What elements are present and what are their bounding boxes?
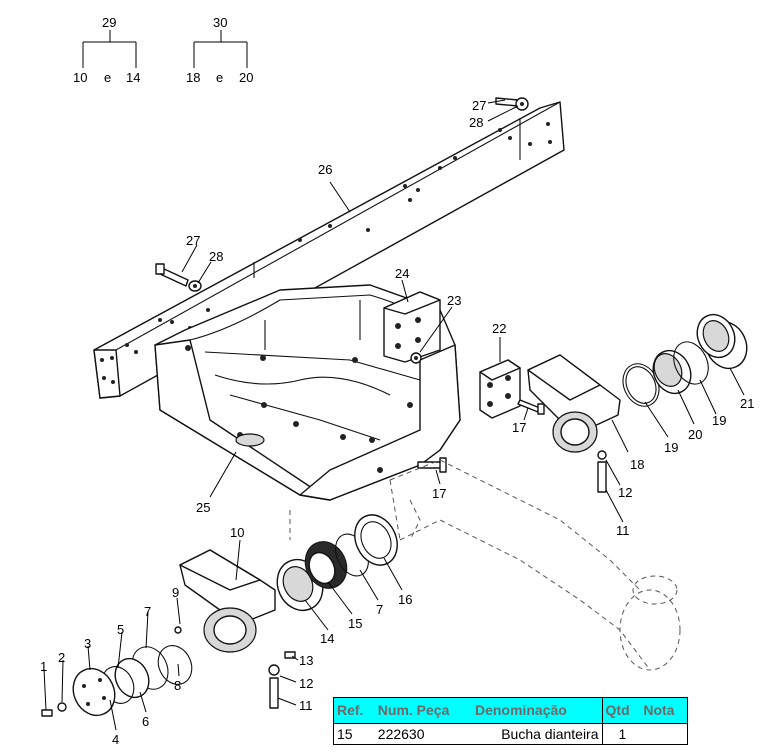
- group-bracket-29: [82, 30, 137, 68]
- callout-6: 6: [142, 714, 149, 729]
- leader-lines: [43, 99, 745, 731]
- callout-20: 20: [239, 70, 253, 85]
- cell-part-number: 222630: [374, 722, 472, 745]
- callout-22: 22: [492, 321, 506, 336]
- retainer-plate-3: [72, 667, 116, 717]
- washer-2: [57, 702, 67, 712]
- nut-23: [410, 352, 422, 364]
- part-info-table: Ref. Num. Peça Denominação Qtd Nota 15 2…: [333, 697, 688, 745]
- callout-25: 25: [196, 500, 210, 515]
- callout-2: 2: [58, 650, 65, 665]
- callout-18-right: 18: [630, 457, 644, 472]
- callout-12-upper: 12: [618, 485, 632, 500]
- bolt-27-left: [155, 263, 202, 292]
- callout-labels: 29 30 10 e 14 18 e 20 27 28 26 27 28 24 …: [40, 15, 754, 747]
- callout-19-b: 19: [712, 413, 726, 428]
- callout-20-right: 20: [688, 427, 702, 442]
- callout-28-top: 28: [469, 115, 483, 130]
- cell-quantity: 1: [601, 722, 641, 745]
- callout-10-lower: 10: [230, 525, 244, 540]
- callout-16: 16: [398, 592, 412, 607]
- callout-23: 23: [447, 293, 461, 308]
- bushing-21: [696, 313, 748, 370]
- front-bracket-18: [527, 354, 621, 453]
- header-ref: Ref.: [333, 697, 375, 724]
- group-bracket-30: [193, 30, 248, 68]
- callout-17-lower: 17: [432, 486, 446, 501]
- callout-e-1: e: [104, 70, 111, 85]
- callout-14-lower: 14: [320, 631, 334, 646]
- callout-27-top: 27: [472, 98, 486, 113]
- callout-15: 15: [348, 616, 362, 631]
- callout-14: 14: [126, 70, 140, 85]
- callout-e-2: e: [216, 70, 223, 85]
- header-description: Denominação: [471, 697, 603, 724]
- bolt-17-lower: [417, 457, 447, 473]
- axle-housing-dashed: [289, 459, 681, 671]
- bolt-17-upper: [517, 399, 545, 415]
- cell-note: [640, 722, 688, 745]
- callout-11-upper: 11: [616, 523, 630, 538]
- rear-bracket-10: [179, 549, 276, 653]
- callout-4: 4: [112, 732, 119, 747]
- callout-10: 10: [73, 70, 87, 85]
- callout-7-lower: 7: [144, 604, 151, 619]
- callout-19-a: 19: [664, 440, 678, 455]
- callout-9: 9: [172, 585, 179, 600]
- cell-ref: 15: [333, 722, 375, 745]
- spacer-6: [114, 657, 150, 699]
- seal-ring-19b: [673, 341, 709, 385]
- callout-30: 30: [213, 15, 227, 30]
- bolt-27-top: [495, 97, 529, 111]
- table-header-row: Ref. Num. Peça Denominação Qtd Nota: [333, 697, 688, 724]
- mounting-block-24: [383, 291, 441, 363]
- seal-ring-8: [157, 645, 193, 685]
- callout-21: 21: [740, 396, 754, 411]
- callout-5: 5: [117, 622, 124, 637]
- callout-3: 3: [84, 636, 91, 651]
- callout-11-lower: 11: [299, 698, 313, 713]
- bushing-20: [652, 349, 692, 395]
- grease-fitting-13: [284, 651, 296, 659]
- mounting-block-22: [479, 359, 521, 419]
- callout-7-upper: 7: [376, 602, 383, 617]
- callout-28-left: 28: [209, 249, 223, 264]
- header-quantity: Qtd: [601, 697, 641, 724]
- callout-12-lower: 12: [299, 676, 313, 691]
- callout-18: 18: [186, 70, 200, 85]
- header-part-number: Num. Peça: [374, 697, 472, 724]
- callout-1: 1: [40, 659, 47, 674]
- bolt-11-upper: [597, 450, 607, 493]
- grease-fitting-9: [174, 626, 182, 634]
- bolt-11-lower: [268, 664, 280, 709]
- callout-8: 8: [174, 678, 181, 693]
- callout-13: 13: [299, 653, 313, 668]
- callout-26: 26: [318, 162, 332, 177]
- cell-description: Bucha dianteira: [471, 722, 603, 745]
- table-row[interactable]: 15 222630 Bucha dianteira 1: [333, 722, 688, 745]
- header-note: Nota: [640, 697, 688, 724]
- callout-24: 24: [395, 266, 409, 281]
- callout-29: 29: [102, 15, 116, 30]
- callout-17-upper: 17: [512, 420, 526, 435]
- callout-27-left: 27: [186, 233, 200, 248]
- screw-1: [41, 709, 53, 717]
